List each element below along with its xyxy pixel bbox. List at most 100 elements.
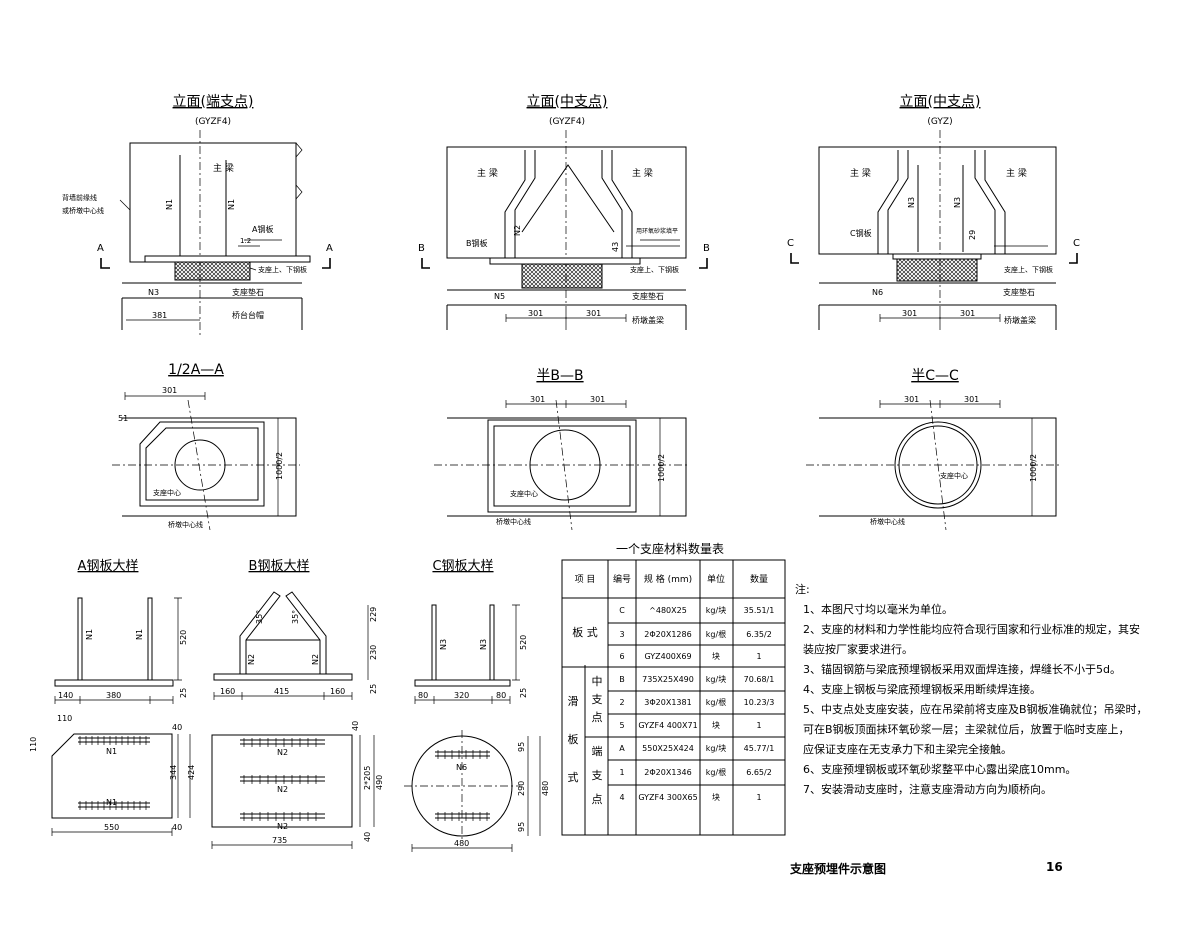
svg-text:1000/2: 1000/2 xyxy=(1029,454,1038,482)
svg-text:110: 110 xyxy=(29,737,38,752)
svg-text:140: 140 xyxy=(58,691,73,700)
svg-text:25: 25 xyxy=(519,688,528,698)
svg-text:N2: N2 xyxy=(277,822,288,831)
svg-text:301: 301 xyxy=(162,386,177,395)
note-item: 可在B钢板顶面抹环氧砂浆一层；主梁就位后，放置于临时支座上， xyxy=(803,723,1130,736)
svg-text:N3: N3 xyxy=(953,197,962,208)
svg-text:N1: N1 xyxy=(227,199,236,210)
svg-text:N1: N1 xyxy=(106,747,117,756)
svg-text:160: 160 xyxy=(220,687,235,696)
svg-text:N6: N6 xyxy=(456,763,467,772)
svg-text:N3: N3 xyxy=(907,197,916,208)
svg-text:B: B xyxy=(418,243,425,254)
svg-text:N3: N3 xyxy=(479,639,488,650)
detail-plate-b: B钢板大样 35° 35° N2 N2 229 230 25 160 415 1… xyxy=(211,559,384,849)
table-cell: 6.35/2 xyxy=(746,630,772,639)
table-cell: 2 xyxy=(619,698,624,707)
table-cell: ^480X25 xyxy=(649,606,687,615)
note-item: 1、本图尺寸均以毫米为单位。 xyxy=(803,603,953,616)
notes-heading: 注: xyxy=(795,583,810,596)
svg-text:桥墩中心线: 桥墩中心线 xyxy=(496,517,531,526)
svg-text:290: 290 xyxy=(517,781,526,796)
svg-text:301: 301 xyxy=(590,395,605,404)
section-c-c: 半C—C 301 301 1000/2 支座中心 桥墩中心线 xyxy=(806,368,1062,531)
svg-text:N1: N1 xyxy=(165,199,174,210)
svg-text:N2: N2 xyxy=(311,654,320,665)
table-cell: 1 xyxy=(756,793,761,802)
svg-text:N3: N3 xyxy=(148,288,159,297)
svg-text:A: A xyxy=(326,243,333,254)
svg-text:320: 320 xyxy=(454,691,469,700)
table-header: 项 目 xyxy=(575,574,596,585)
svg-text:B钢板大样: B钢板大样 xyxy=(249,559,310,574)
svg-text:N1: N1 xyxy=(106,798,117,807)
svg-text:381: 381 xyxy=(152,311,167,320)
svg-text:(GYZF4): (GYZF4) xyxy=(549,117,585,127)
svg-text:半B—B: 半B—B xyxy=(536,368,583,384)
detail-plate-c: C钢板大样 N3 N3 520 25 80 320 80 N6 95 290 4… xyxy=(404,559,550,852)
note-item: 2、支座的材料和力学性能均应符合现行国家和行业标准的规定，其安 xyxy=(803,623,1140,636)
svg-text:主 梁: 主 梁 xyxy=(850,167,871,179)
table-cell: 5 xyxy=(619,721,624,730)
table-cell: kg/根 xyxy=(706,767,726,777)
svg-text:桥台台帽: 桥台台帽 xyxy=(232,310,264,320)
svg-text:40: 40 xyxy=(172,723,182,732)
table-cell: 块 xyxy=(712,651,720,661)
note-item: 6、支座预埋钢板或环氧砂浆整平中心露出梁底10mm。 xyxy=(803,763,1077,776)
sheet-title: 支座预埋件示意图 xyxy=(790,862,887,876)
table-cell: kg/块 xyxy=(706,743,726,753)
svg-text:B: B xyxy=(703,243,710,254)
note-item: 7、安装滑动支座时，注意支座滑动方向为顺桥向。 xyxy=(803,783,1052,796)
svg-text:支座上、下钢板: 支座上、下钢板 xyxy=(1004,265,1053,274)
note-item: 4、支座上钢板与梁底预埋钢板采用断续焊连接。 xyxy=(803,683,1041,696)
table-cell: GYZF4 400X71 xyxy=(638,721,697,730)
svg-text:25: 25 xyxy=(369,684,378,694)
svg-text:301: 301 xyxy=(902,309,917,318)
detail-plate-a: A钢板大样 N1 N1 520 25 140 380 110 110 N1 N1… xyxy=(29,559,196,836)
table-cell: 45.77/1 xyxy=(744,744,775,753)
svg-text:480: 480 xyxy=(541,781,550,796)
svg-text:C: C xyxy=(787,238,794,249)
elevation-end-support: 立面(端支点) (GYZF4) 主 梁 N1 N1 A钢板 背墙前缘线 或桥墩中… xyxy=(62,94,333,335)
svg-text:1000/2: 1000/2 xyxy=(657,454,666,482)
svg-text:背墙前缘线: 背墙前缘线 xyxy=(62,193,97,202)
note-item: 5、中支点处支座安装，应在吊梁前将支座及B钢板准确就位；吊梁时， xyxy=(803,703,1148,716)
note-item: 3、锚固钢筋与梁底预埋钢板采用双面焊连接，焊缝长不小于5d。 xyxy=(803,663,1121,676)
svg-text:40: 40 xyxy=(363,832,372,842)
svg-text:支座垫石: 支座垫石 xyxy=(1003,287,1035,297)
table-cell: 块 xyxy=(712,792,720,802)
svg-text:480: 480 xyxy=(454,839,469,848)
svg-text:301: 301 xyxy=(586,309,601,318)
table-cell: 1 xyxy=(756,652,761,661)
note-item: 装应按厂家要求进行。 xyxy=(803,643,913,656)
table-cell: kg/块 xyxy=(706,674,726,684)
svg-text:490: 490 xyxy=(375,775,384,790)
svg-text:支座中心: 支座中心 xyxy=(153,488,181,497)
svg-text:A钢板大样: A钢板大样 xyxy=(78,559,139,574)
svg-text:N1: N1 xyxy=(135,629,144,640)
svg-text:半C—C: 半C—C xyxy=(911,368,959,384)
table-caption: 一个支座材料数量表 xyxy=(616,541,724,556)
table-header: 规 格 (mm) xyxy=(644,573,692,585)
svg-text:380: 380 xyxy=(106,691,121,700)
table-cell: B xyxy=(619,675,625,684)
svg-text:2*205: 2*205 xyxy=(363,766,372,790)
svg-text:424: 424 xyxy=(187,765,196,780)
table-cell: kg/块 xyxy=(706,605,726,615)
svg-text:550: 550 xyxy=(104,823,119,832)
svg-text:主 梁: 主 梁 xyxy=(477,167,498,179)
table-cell: A xyxy=(619,744,625,753)
table-cell: 2Φ20X1286 xyxy=(644,630,691,639)
section-b-b: 半B—B 301 301 1000/2 支座中心 桥墩中心线 xyxy=(434,368,690,531)
table-cell: 735X25X490 xyxy=(642,675,694,684)
svg-text:229: 229 xyxy=(369,607,378,622)
svg-text:1000/2: 1000/2 xyxy=(275,452,284,480)
svg-text:25: 25 xyxy=(179,688,188,698)
svg-text:A: A xyxy=(97,243,104,254)
table-cell: 3 xyxy=(619,630,624,639)
table-group-label: 板 式 xyxy=(572,625,598,639)
svg-text:主 梁: 主 梁 xyxy=(1006,167,1027,179)
table-cell: 6 xyxy=(619,652,624,661)
svg-text:桥墩盖梁: 桥墩盖梁 xyxy=(632,315,664,325)
svg-text:B钢板: B钢板 xyxy=(466,238,488,248)
